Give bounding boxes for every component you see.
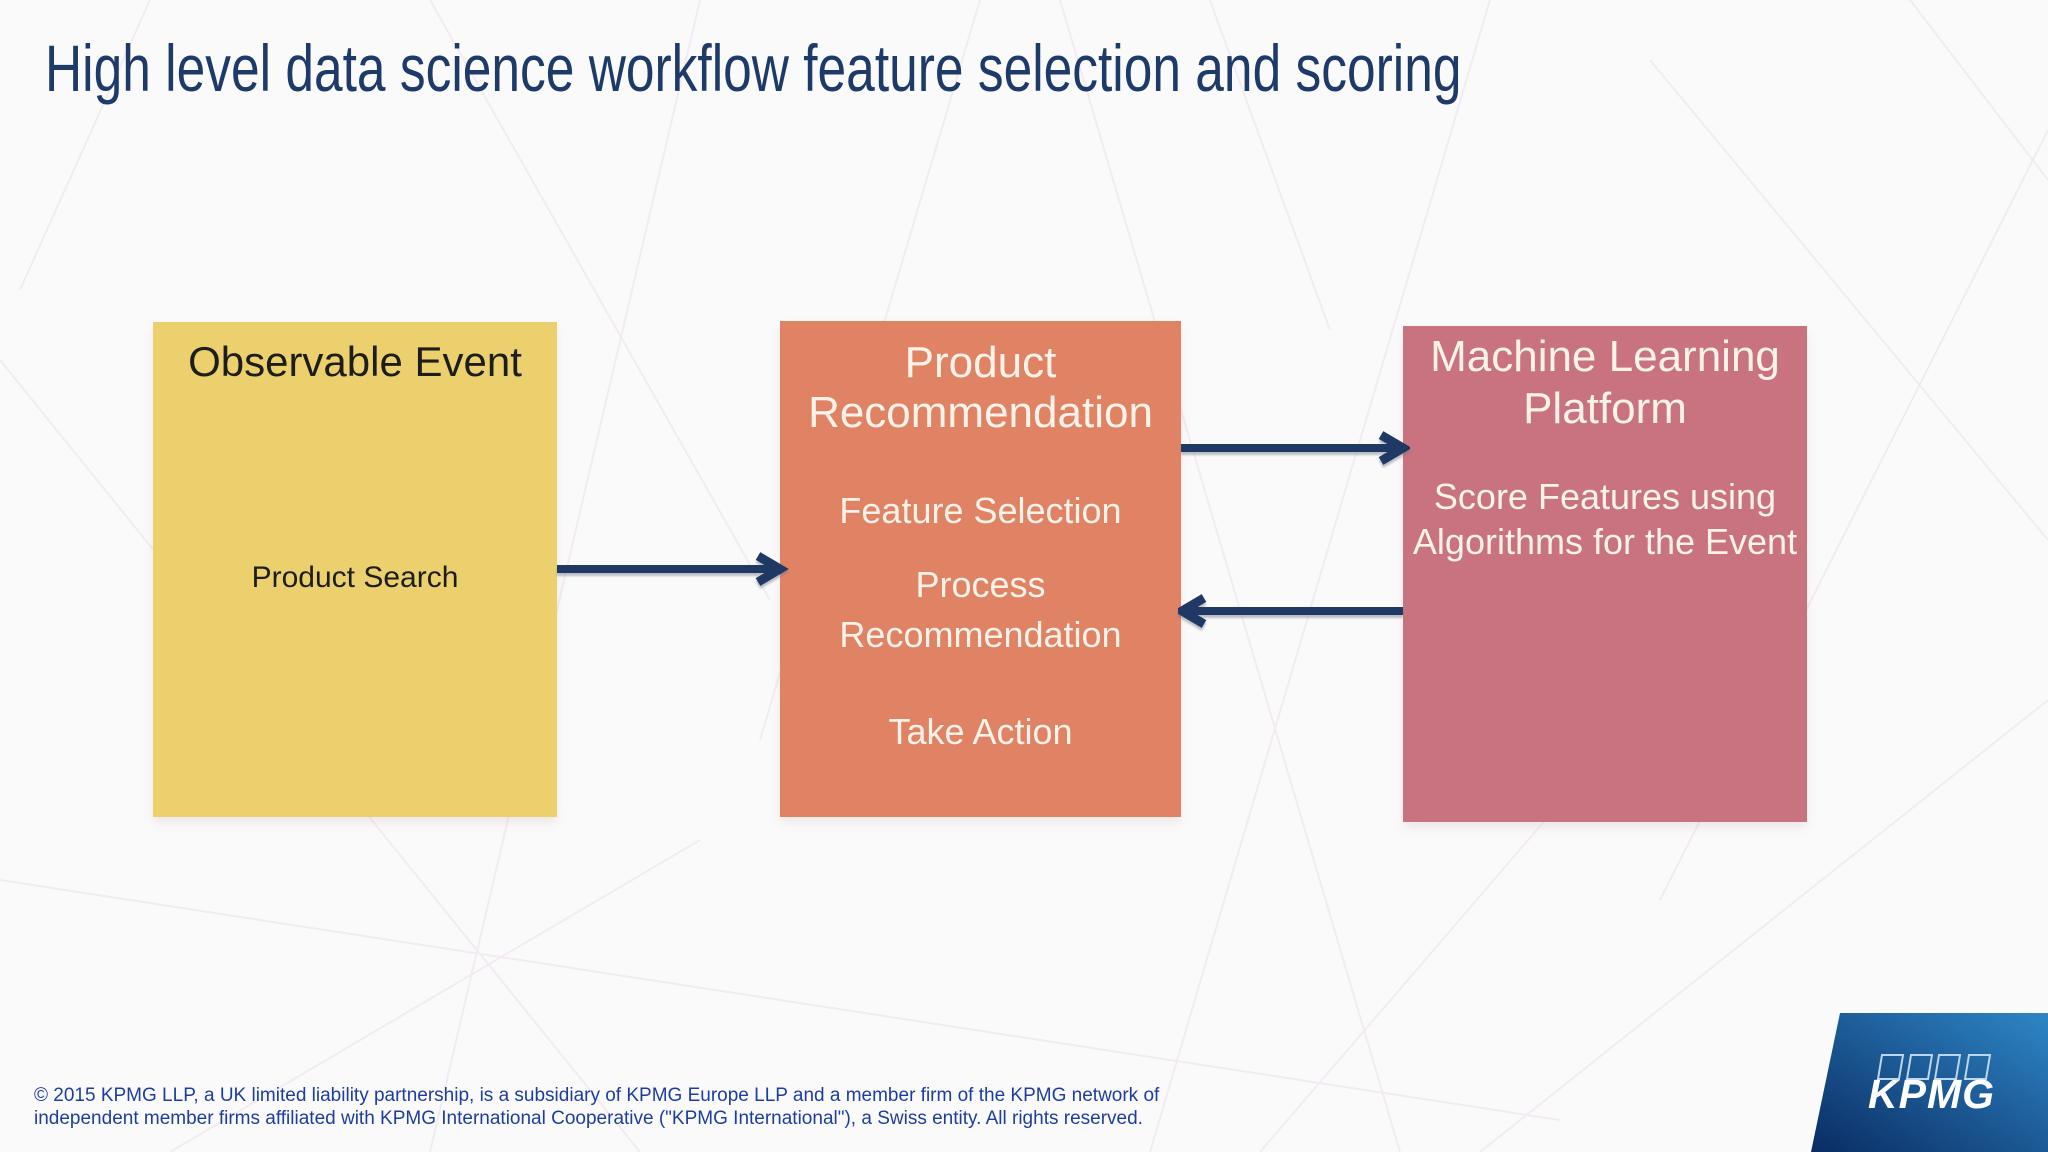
kpmg-logo-text: KPMG	[1868, 1071, 1995, 1117]
kpmg-logo-band	[1811, 1013, 2048, 1152]
box-item-feature-selection: Feature Selection	[839, 490, 1122, 531]
kpmg-logo-squares-icon	[1876, 1054, 1992, 1080]
box-item-product-search: Product Search	[251, 561, 459, 594]
box-product-recommendation: Product Recommendation Feature Selection…	[780, 321, 1181, 817]
slide-title: High level data science workflow feature…	[45, 31, 1462, 105]
arrow-ml-to-recommendation-icon	[1178, 594, 1403, 628]
footer-disclaimer-line2: independent member firms affiliated with…	[34, 1108, 1143, 1129]
box-item-score-features: Score Features using Algorithms for the …	[1412, 476, 1798, 562]
footer-disclaimer: © 2015 KPMG LLP, a UK limited liability …	[34, 1084, 1264, 1130]
arrow-observable-to-recommendation-icon	[557, 552, 789, 586]
box-machine-learning-platform: Machine Learning Platform Score Features…	[1403, 326, 1807, 822]
box-item-take-action: Take Action	[888, 711, 1073, 752]
box-observable-event-title: Observable Event	[188, 338, 522, 385]
box-observable-event: Observable Event Product Search	[153, 322, 557, 817]
box-machine-learning-platform-title: Machine Learning Platform	[1430, 332, 1780, 433]
box-product-recommendation-title: Product Recommendation	[808, 338, 1153, 437]
arrow-recommendation-to-ml-icon	[1181, 431, 1410, 465]
kpmg-logo: KPMG	[1811, 1013, 2048, 1152]
footer-disclaimer-line1: © 2015 KPMG LLP, a UK limited liability …	[34, 1085, 1160, 1106]
box-item-process-recommendation: Process Recommendation	[839, 564, 1122, 655]
